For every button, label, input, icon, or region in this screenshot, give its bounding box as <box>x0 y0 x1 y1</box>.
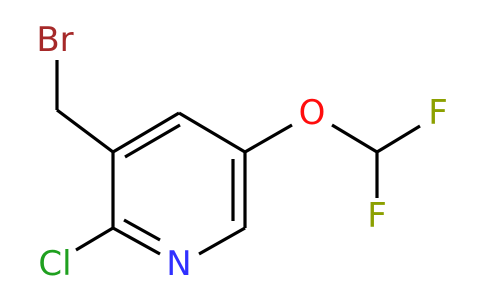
atom-f1: F <box>428 93 448 133</box>
bond-c2-cl <box>75 226 114 252</box>
bond-o-ch <box>331 123 378 154</box>
bond-c4-c5 <box>178 111 246 154</box>
bond-n-c2 <box>112 226 161 256</box>
bond-c5-o <box>244 123 293 154</box>
bond-ch-f1 <box>376 124 421 154</box>
atom-f2: F <box>367 196 387 236</box>
bond-c6-n <box>198 226 246 256</box>
bond-ch2-c3 <box>56 108 114 154</box>
bond-c3-c4 <box>112 111 180 154</box>
atom-cl: Cl <box>38 244 71 284</box>
atom-n: N <box>166 244 191 284</box>
bonds <box>55 60 421 256</box>
bond-n-c2-double <box>123 218 161 242</box>
atom-br: Br <box>36 20 73 60</box>
bond-c3-c4-double <box>124 123 181 159</box>
atoms: Br Cl N O F F <box>36 20 447 284</box>
atom-o: O <box>299 93 326 133</box>
